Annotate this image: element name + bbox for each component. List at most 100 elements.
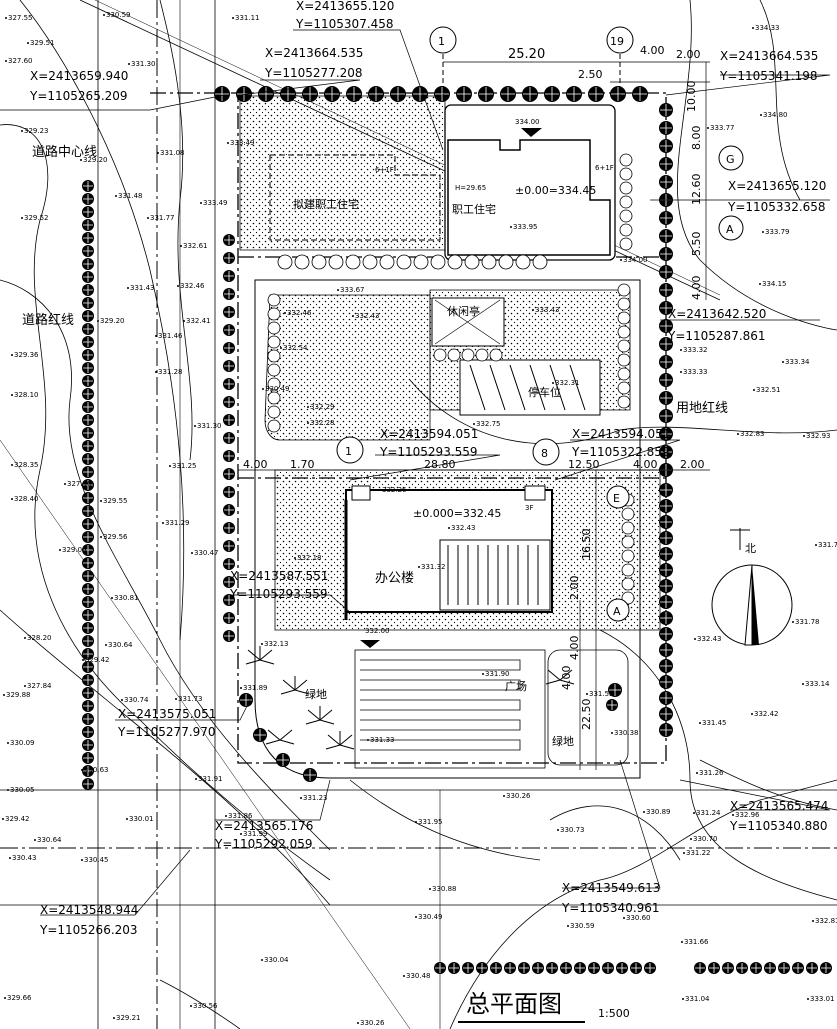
- tree-icon: [659, 355, 673, 369]
- spot-elevation: 332.96: [732, 811, 760, 819]
- svg-text:334.00: 334.00: [623, 256, 648, 264]
- coord-3-y: Y=1105265.209: [29, 89, 128, 103]
- tree-icon: [694, 962, 706, 974]
- svg-text:330.89: 330.89: [646, 808, 671, 816]
- svg-text:329.21: 329.21: [116, 1014, 141, 1022]
- tree-icon: [518, 962, 530, 974]
- svg-text:330.73: 330.73: [560, 826, 585, 834]
- shrub-icon: [267, 419, 281, 433]
- tree-icon: [223, 576, 235, 588]
- svg-text:332.46: 332.46: [287, 309, 312, 317]
- spot-elevation: 333.14: [802, 680, 830, 688]
- spot-elevation: 327.60: [5, 57, 33, 65]
- tree-icon: [82, 609, 94, 621]
- tree-icon: [659, 391, 673, 405]
- tree-icon: [630, 962, 642, 974]
- svg-text:333.79: 333.79: [765, 228, 790, 236]
- spot-elevation: 329.56: [100, 533, 128, 541]
- svg-text:331.28: 331.28: [158, 368, 183, 376]
- svg-text:329.42: 329.42: [5, 815, 30, 823]
- tree-icon: [659, 409, 673, 423]
- spot-elevation: 332.51: [753, 386, 781, 394]
- svg-text:333.34: 333.34: [785, 358, 810, 366]
- tree-icon: [223, 450, 235, 462]
- coord-5-x: X=2413655.120: [728, 179, 826, 193]
- office-building: [344, 485, 553, 648]
- shrub-icon: [619, 195, 633, 209]
- coord-5-y: Y=1105332.658: [727, 200, 826, 214]
- spot-elevation: 330.43: [9, 854, 37, 862]
- tree-icon: [659, 229, 673, 243]
- shrub-icon: [619, 237, 633, 251]
- svg-text:328.20: 328.20: [27, 634, 52, 642]
- spot-elevation: 331.28: [155, 368, 183, 376]
- tree-icon: [223, 486, 235, 498]
- tree-icon: [82, 310, 94, 322]
- tree-icon: [566, 86, 582, 102]
- tree-icon: [223, 504, 235, 516]
- planned-housing-outline: [269, 154, 441, 241]
- tree-icon: [659, 547, 673, 561]
- spot-elevation: 331.99: [240, 830, 268, 838]
- spot-elevation: 329.06: [59, 546, 87, 554]
- tree-icon: [659, 211, 673, 225]
- tree-icon: [82, 752, 94, 764]
- tree-icon: [82, 492, 94, 504]
- tree-icon: [223, 288, 235, 300]
- tree-icon: [223, 270, 235, 282]
- tree-icon: [82, 505, 94, 517]
- axis-1-bottom: 1: [345, 445, 352, 458]
- shrub-icon: [267, 307, 281, 321]
- svg-text:330.26: 330.26: [360, 1019, 385, 1027]
- coord-13-x: X=2413549.613: [562, 881, 660, 895]
- elevation-332: 332.00: [365, 627, 390, 635]
- svg-text:331.11: 331.11: [235, 14, 260, 22]
- spot-elevation: 333.34: [782, 358, 810, 366]
- shrub-icon: [267, 335, 281, 349]
- shrub-icon: [362, 254, 378, 270]
- plaza-label: 广场: [505, 679, 527, 693]
- tree-icon: [82, 557, 94, 569]
- tree-icon: [346, 86, 362, 102]
- tree-icon: [478, 86, 494, 102]
- housing-floors-label: 6+1F: [375, 166, 394, 174]
- shrub-icon: [267, 293, 281, 307]
- spot-elevation: 332.46: [177, 282, 205, 290]
- spot-elevation: 329.20: [80, 156, 108, 164]
- shrub-icon: [267, 363, 281, 377]
- tree-icon: [778, 962, 790, 974]
- svg-text:331.22: 331.22: [686, 849, 711, 857]
- axis-e: E: [613, 492, 620, 505]
- tree-icon: [82, 635, 94, 647]
- tree-icon: [659, 301, 673, 315]
- svg-text:332.42: 332.42: [754, 710, 779, 718]
- shrub-icon: [430, 254, 446, 270]
- spot-elevation: 330.09: [7, 739, 35, 747]
- dim-22-50: 22.50: [580, 699, 593, 731]
- spot-elevation: 328.10: [11, 391, 39, 399]
- spot-elevation: 332.28: [307, 419, 335, 427]
- tree-icon: [448, 962, 460, 974]
- spot-elevation: 329.51: [27, 39, 55, 47]
- housing-height-label: H=29.65: [455, 184, 486, 192]
- tree-icon: [574, 962, 586, 974]
- spot-elevation: 330.49: [262, 385, 290, 393]
- tree-icon: [610, 86, 626, 102]
- office-label: 办公楼: [375, 571, 414, 586]
- shrub-icon: [617, 381, 631, 395]
- svg-text:334.80: 334.80: [763, 111, 788, 119]
- tree-icon: [659, 483, 673, 497]
- svg-text:332.31: 332.31: [555, 379, 580, 387]
- tree-icon: [82, 518, 94, 530]
- shrub-icon: [345, 254, 361, 270]
- svg-text:329.66: 329.66: [7, 994, 32, 1002]
- tree-icon: [223, 234, 235, 246]
- tree-icon: [82, 596, 94, 608]
- shrub-icon: [447, 348, 461, 362]
- spot-elevation: 331.78: [815, 541, 837, 549]
- tree-icon: [82, 232, 94, 244]
- coord-2-y: Y=1105277.208: [264, 66, 363, 80]
- tree-icon: [659, 157, 673, 171]
- spot-elevation: 330.64: [105, 641, 133, 649]
- tree-icon: [608, 683, 622, 697]
